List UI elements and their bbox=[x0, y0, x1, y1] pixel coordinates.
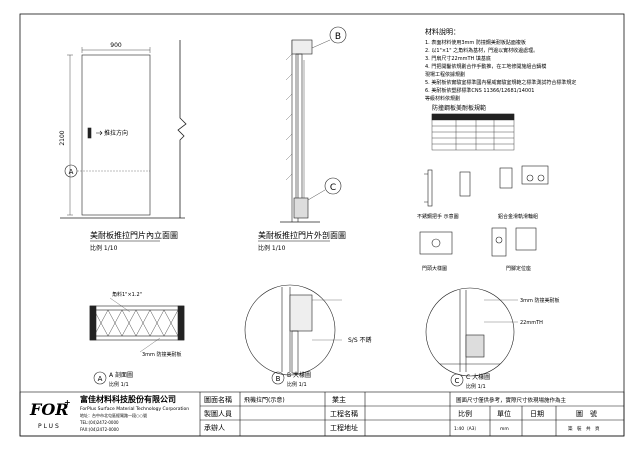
scale-label: 比例 bbox=[458, 409, 472, 418]
detail-a-marker: A bbox=[98, 375, 103, 383]
logo-text: FOR bbox=[29, 400, 69, 419]
marker-c: C bbox=[330, 183, 336, 193]
scale-value: 1:40（A3） bbox=[454, 426, 479, 432]
section-scale: 比例 1/10 bbox=[258, 244, 286, 252]
guide-caption: 門腳定位座 bbox=[506, 265, 531, 272]
section-title: 美耐板推拉門片外剖面圖 bbox=[258, 230, 346, 240]
board-label-c: 3mm 防撞美耐板 bbox=[520, 297, 560, 304]
detail-b-title: B 大樣圖 bbox=[287, 371, 311, 379]
owner-label: 業主 bbox=[332, 395, 346, 404]
thickness-label: 22mmTH bbox=[520, 320, 543, 326]
spec-table bbox=[431, 113, 515, 151]
track-caption: 鋁合金滑軌滑輪組 bbox=[498, 213, 538, 220]
contact-label: 承辦人 bbox=[204, 423, 225, 432]
detail-c-scale: 比例 1/1 bbox=[466, 383, 486, 390]
elevation-view bbox=[60, 40, 187, 219]
note-line-7: 6. 美耐板依塑膠標準CNS 11366/12681/14001 bbox=[425, 87, 534, 94]
spec-table-title: 防撞鋼板美耐板規範 bbox=[432, 104, 486, 112]
note-line-6: 5. 美耐板依實驗室標準國內權威實驗室規範之標準測試符合標準規定 bbox=[425, 79, 576, 86]
arrow-icon bbox=[96, 130, 103, 136]
handle-caption: 不銹鋼把手 示意圖 bbox=[417, 213, 459, 220]
notes-heading: 材料說明： bbox=[425, 27, 460, 36]
detail-a-scale: 比例 1/1 bbox=[109, 381, 129, 388]
company-tel: TEL:(04)2472-0000 bbox=[79, 420, 119, 425]
stopper-caption: 門頭大樣圖 bbox=[422, 265, 447, 272]
project-site-label: 工程地址 bbox=[330, 423, 358, 432]
disclaimer: 圖面尺寸僅供參考，實際尺寸依現場施作為主 bbox=[456, 396, 567, 404]
drafter-label: 製圖人員 bbox=[204, 409, 232, 418]
company-address: 地址：台中市北屯區經貿路一段○○號 bbox=[80, 412, 147, 418]
detail-b bbox=[244, 284, 342, 385]
board-label: 3mm 防撞美耐板 bbox=[142, 351, 182, 358]
detail-b-marker: B bbox=[276, 375, 281, 383]
elevation-title: 美耐板推拉門片內立面圖 bbox=[90, 230, 178, 240]
sheet-no-value: 築 裝 共 頁 bbox=[568, 425, 600, 432]
drawing-name-label: 圖面名稱 bbox=[204, 395, 232, 404]
title-block bbox=[19, 391, 625, 437]
sheet-no-label: 圖 號 bbox=[576, 409, 597, 418]
logo-sub: PLUS bbox=[38, 423, 61, 430]
company-logo: FOR PLUS + bbox=[29, 398, 71, 430]
hardware-details bbox=[419, 165, 549, 257]
project-name-label: 工程名稱 bbox=[330, 409, 358, 418]
drawing-name-value: 飛機拉門(示意) bbox=[244, 396, 285, 404]
svg-text:+: + bbox=[64, 398, 71, 407]
company-name-en: ForPlus Surface Material Technology Corp… bbox=[80, 406, 189, 412]
note-line-8: 等級材料依規劃 bbox=[425, 95, 460, 102]
width-dimension: 900 bbox=[110, 42, 122, 49]
detail-c-title: C 大樣圖 bbox=[466, 373, 490, 381]
date-label: 日期 bbox=[530, 410, 544, 418]
note-line-1: 1. 表面材料使用3mm 防撞鋼美耐板貼面複板 bbox=[425, 39, 526, 46]
company-fax: FAX:(04)2472-0000 bbox=[80, 427, 119, 432]
marker-b: B bbox=[335, 32, 341, 42]
frame-label: 角料1"×1.2" bbox=[112, 291, 142, 298]
detail-b-scale: 比例 1/1 bbox=[287, 381, 307, 388]
detail-a-title: A 剖面圖 bbox=[109, 371, 133, 379]
detail-c-marker: C bbox=[455, 377, 460, 385]
note-line-3: 3. 門扇尺寸22mmTH 填基底 bbox=[425, 55, 491, 62]
elevation-scale: 比例 1/10 bbox=[90, 244, 118, 252]
company-name-cn: 富佳材料科技股份有限公司 bbox=[80, 394, 176, 404]
unit-label: 單位 bbox=[497, 409, 511, 418]
detail-a bbox=[89, 297, 185, 385]
unit-value: mm bbox=[500, 427, 509, 432]
note-line-5: 現場工程依據規劃 bbox=[425, 71, 465, 78]
note-line-4: 4. 門把開鑿依規劃合作手動推，在工地修開施組合鑄模 bbox=[425, 63, 546, 70]
ss-label: S/S 不銹 bbox=[348, 336, 372, 344]
opening-direction-label: 推拉方向 bbox=[104, 129, 128, 137]
detail-c bbox=[425, 287, 518, 387]
marker-a: A bbox=[69, 168, 74, 176]
height-dimension: 2100 bbox=[59, 130, 66, 145]
note-line-2: 2. 以1"×1" 之角料為基材，門邊以實材收邊處理。 bbox=[425, 47, 538, 54]
section-view bbox=[280, 26, 347, 223]
